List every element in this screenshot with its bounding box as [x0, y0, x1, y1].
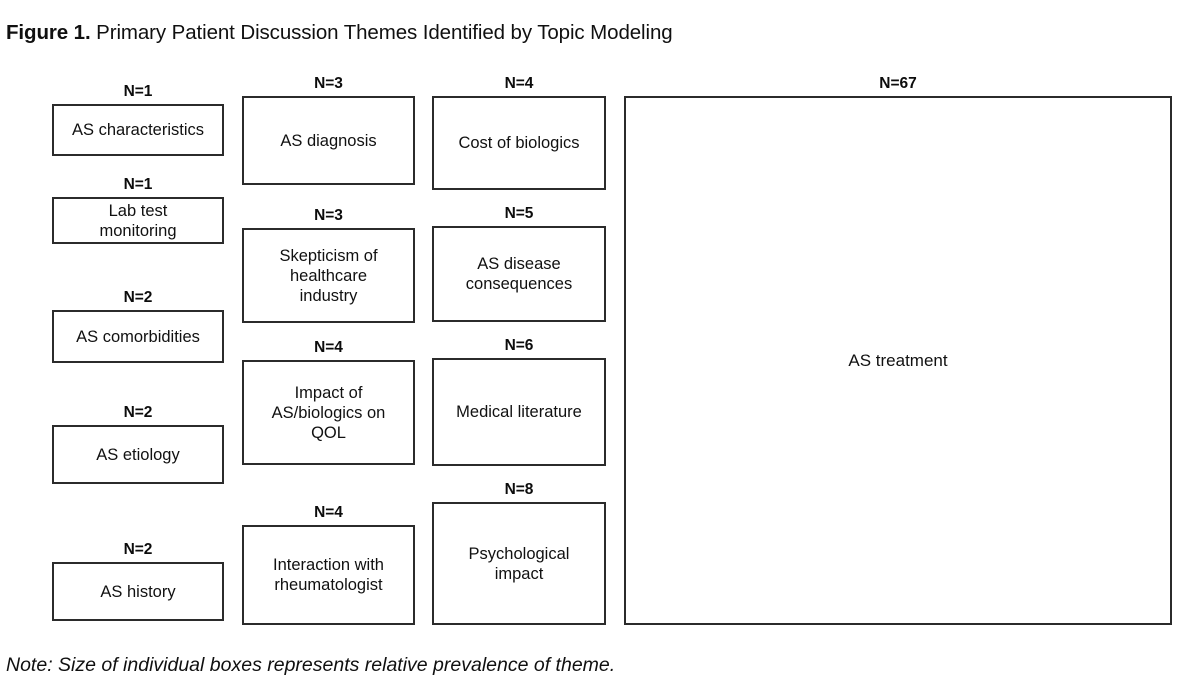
theme-box: Medical literature [432, 358, 606, 466]
theme-box: AS diagnosis [242, 96, 415, 185]
theme-box-label: Lab test monitoring [99, 201, 177, 240]
theme-count-label: N=4 [314, 339, 343, 356]
theme-box-label: Cost of biologics [458, 134, 580, 152]
theme-box-label: Medical literature [456, 403, 582, 421]
theme-count-label: N=6 [504, 337, 534, 354]
theme-count-label: N=1 [123, 83, 153, 100]
figure-note: Note: Size of individual boxes represent… [6, 654, 616, 676]
theme-count-label: N=5 [504, 205, 534, 222]
theme-count-label: N=3 [314, 75, 343, 92]
theme-box: AS etiology [52, 425, 224, 484]
theme-box: Impact of AS/biologics on QOL [242, 360, 415, 465]
column-4: N=67 AS treatment [624, 0, 1172, 648]
theme-box: Skepticism of healthcare industry [242, 228, 415, 323]
theme-box-label: AS disease consequences [465, 255, 573, 293]
theme-count-label: N=8 [504, 481, 534, 498]
theme-box-label: AS characteristics [71, 121, 205, 139]
theme-box: AS characteristics [52, 104, 224, 156]
theme-box: Lab test monitoring [52, 197, 224, 244]
theme-count-label: N=67 [879, 75, 917, 92]
theme-box: Interaction with rheumatologist [242, 525, 415, 625]
figure-title: Figure 1. Primary Patient Discussion The… [6, 20, 1176, 46]
theme-box-label: AS diagnosis [280, 131, 377, 150]
theme-box: AS treatment [624, 96, 1172, 625]
theme-count-label: N=3 [314, 207, 343, 224]
theme-box-label: Impact of AS/biologics on QOL [271, 383, 386, 442]
theme-box-label: AS comorbidities [76, 327, 200, 346]
theme-count-label: N=4 [504, 75, 534, 92]
theme-box: AS disease consequences [432, 226, 606, 322]
theme-box-label: Skepticism of healthcare industry [279, 246, 378, 305]
figure-title-text: Primary Patient Discussion Themes Identi… [90, 20, 673, 44]
theme-count-label: N=4 [314, 504, 343, 521]
theme-box-label: Interaction with rheumatologist [273, 556, 384, 594]
theme-box: AS comorbidities [52, 310, 224, 363]
theme-box-label: AS treatment [848, 350, 948, 370]
theme-box: AS history [52, 562, 224, 621]
theme-count-label: N=1 [123, 176, 153, 193]
figure-title-label: Figure 1. [6, 20, 91, 44]
theme-box-label: AS history [100, 582, 176, 601]
theme-box-label: AS etiology [96, 445, 180, 464]
theme-box: Cost of biologics [432, 96, 606, 190]
theme-count-label: N=2 [123, 289, 153, 306]
theme-box: Psychological impact [432, 502, 606, 625]
theme-count-label: N=2 [123, 404, 153, 421]
theme-count-label: N=2 [123, 541, 153, 558]
theme-box-label: Psychological impact [468, 544, 570, 583]
